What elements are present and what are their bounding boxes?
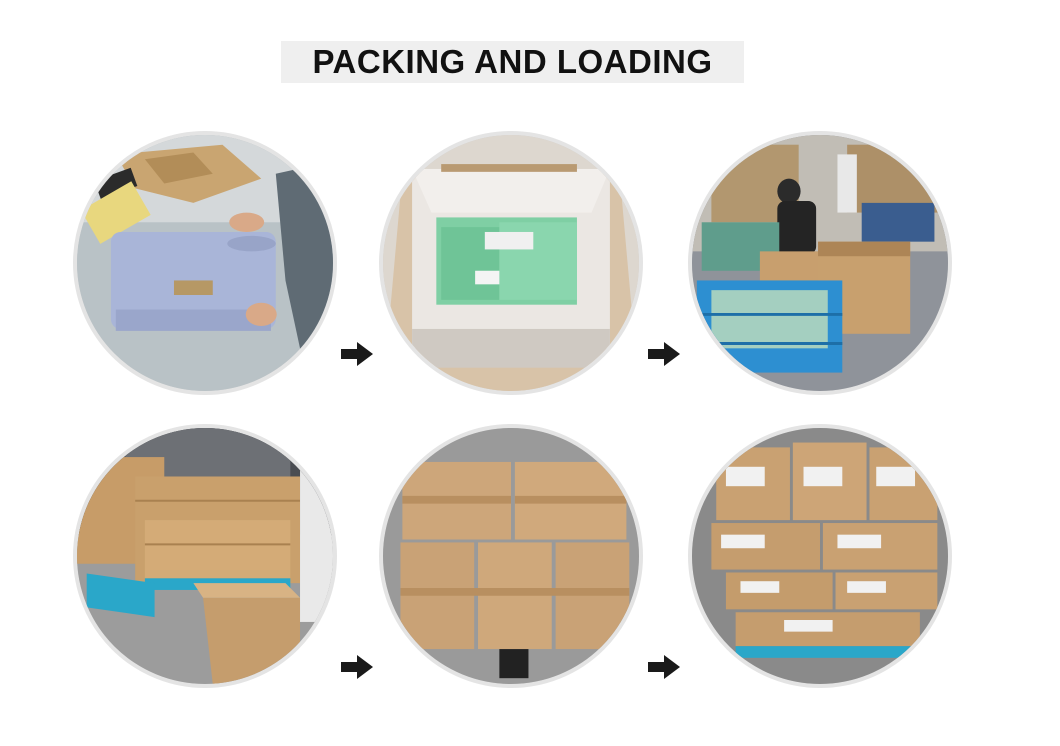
page-title: PACKING AND LOADING [312, 43, 713, 80]
step-6-photo [688, 424, 952, 688]
worker-sorting-crates-photo-icon [692, 135, 948, 391]
labeled-carton-stack-photo-icon [692, 428, 948, 684]
step-4-photo [73, 424, 337, 688]
step-5-photo [379, 424, 643, 688]
title-band: PACKING AND LOADING [281, 41, 744, 83]
step-1-photo [73, 131, 337, 395]
right-arrow-icon [648, 342, 680, 366]
sealed-cartons-photo-icon [383, 428, 639, 684]
right-arrow-icon [648, 655, 680, 679]
step-3-photo [688, 131, 952, 395]
warehouse-pallets-photo-icon [77, 428, 333, 684]
folding-shirt-photo-icon [77, 135, 333, 391]
shirts-in-lined-box-photo-icon [383, 135, 639, 391]
right-arrow-icon [341, 655, 373, 679]
step-2-photo [379, 131, 643, 395]
right-arrow-icon [341, 342, 373, 366]
